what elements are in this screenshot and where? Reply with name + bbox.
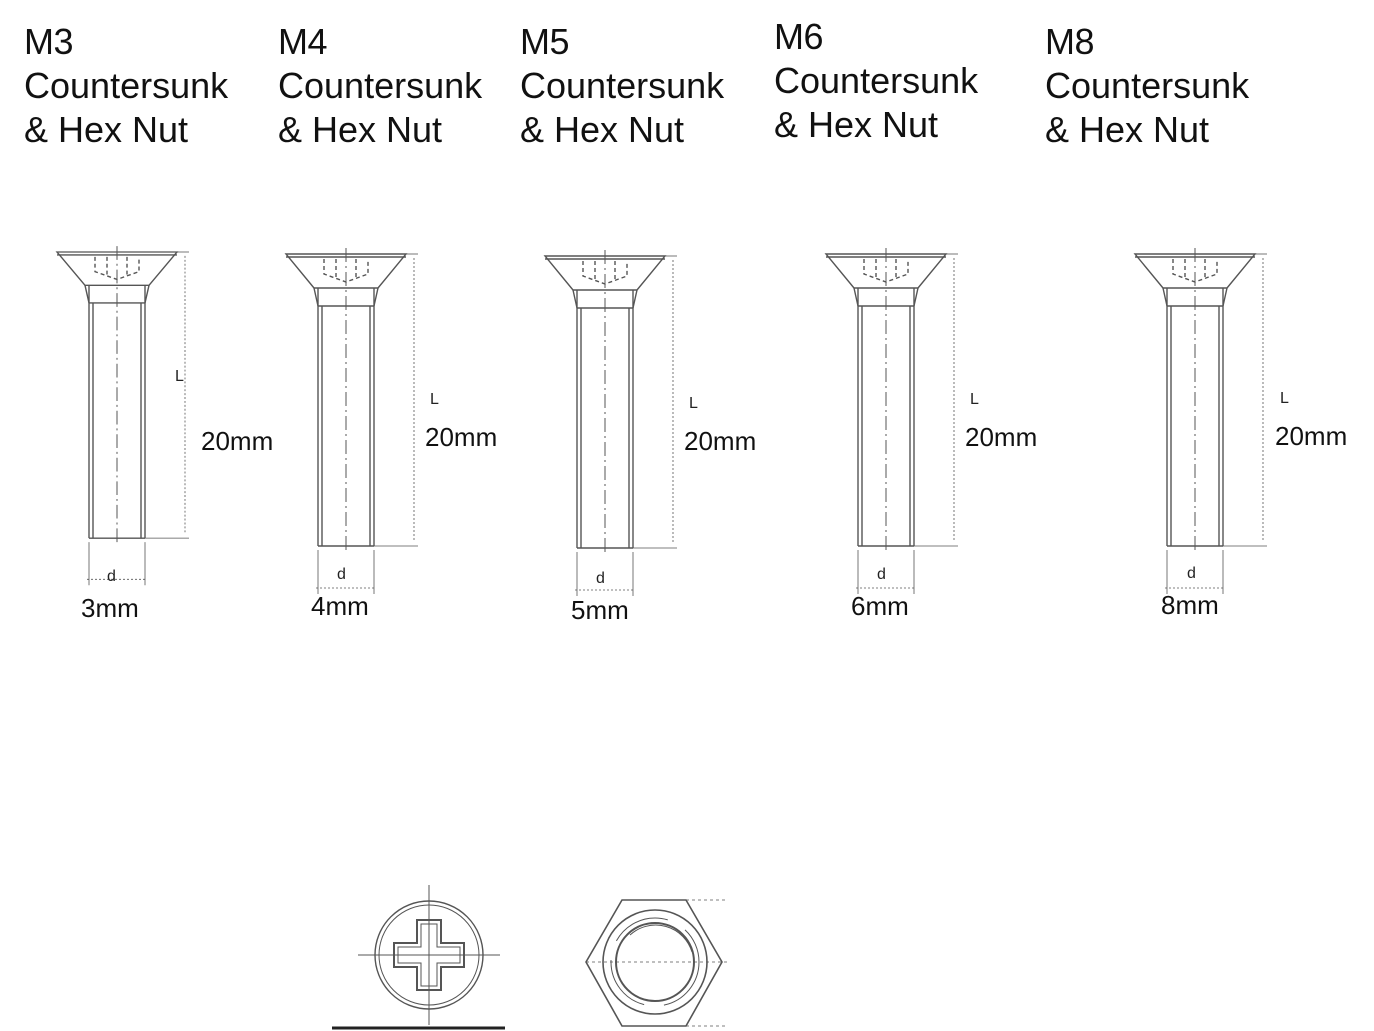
- screw-side-view-m5: [544, 249, 678, 597]
- d-letter-m6: d: [877, 566, 886, 583]
- diameter-label-m8: 8mm: [1161, 590, 1219, 620]
- d-letter-m3: d: [107, 568, 116, 585]
- title-size: M6: [774, 16, 824, 57]
- diameter-label-m6: 6mm: [851, 591, 909, 621]
- L-letter-m5: L: [689, 395, 698, 412]
- phillips-head-top-view-icon: [332, 885, 505, 1030]
- L-letter-m3: L: [175, 368, 184, 385]
- title-m3: M3 Countersunk & Hex Nut: [24, 20, 228, 152]
- title-nut: & Hex Nut: [520, 109, 685, 150]
- title-type: Countersunk: [774, 60, 979, 101]
- length-label-m6: 20mm: [965, 422, 1038, 452]
- diameter-label-m3: 3mm: [81, 593, 139, 623]
- d-letter-m4: d: [337, 566, 346, 583]
- L-letter-m8: L: [1280, 390, 1289, 407]
- title-nut: & Hex Nut: [774, 104, 939, 145]
- hex-nut-top-view-icon: [585, 899, 728, 1027]
- title-m6: M6 Countersunk & Hex Nut: [774, 15, 978, 147]
- title-m8: M8 Countersunk & Hex Nut: [1045, 20, 1249, 152]
- title-nut: & Hex Nut: [24, 109, 189, 150]
- title-type: Countersunk: [520, 65, 725, 106]
- length-label-m8: 20mm: [1275, 421, 1348, 451]
- title-size: M8: [1045, 21, 1095, 62]
- d-letter-m5: d: [596, 570, 605, 587]
- title-nut: & Hex Nut: [1045, 109, 1210, 150]
- d-letter-m8: d: [1187, 565, 1196, 582]
- title-size: M5: [520, 21, 570, 62]
- L-letter-m6: L: [970, 391, 979, 408]
- title-m4: M4 Countersunk & Hex Nut: [278, 20, 482, 152]
- length-label-m4: 20mm: [425, 422, 498, 452]
- screw-side-view-m4: [285, 247, 419, 595]
- title-type: Countersunk: [278, 65, 483, 106]
- title-size: M3: [24, 21, 74, 62]
- length-label-m5: 20mm: [684, 426, 757, 456]
- diameter-label-m4: 4mm: [311, 591, 369, 621]
- screw-side-view-m6: [825, 247, 959, 595]
- title-type: Countersunk: [1045, 65, 1250, 106]
- diameter-label-m5: 5mm: [571, 595, 629, 625]
- screw-side-view-m8: [1134, 247, 1268, 595]
- title-size: M4: [278, 21, 328, 62]
- length-label-m3: 20mm: [201, 426, 274, 456]
- title-m5: M5 Countersunk & Hex Nut: [520, 20, 724, 152]
- title-nut: & Hex Nut: [278, 109, 443, 150]
- screw-side-view-m3: [56, 245, 190, 586]
- title-type: Countersunk: [24, 65, 229, 106]
- L-letter-m4: L: [430, 391, 439, 408]
